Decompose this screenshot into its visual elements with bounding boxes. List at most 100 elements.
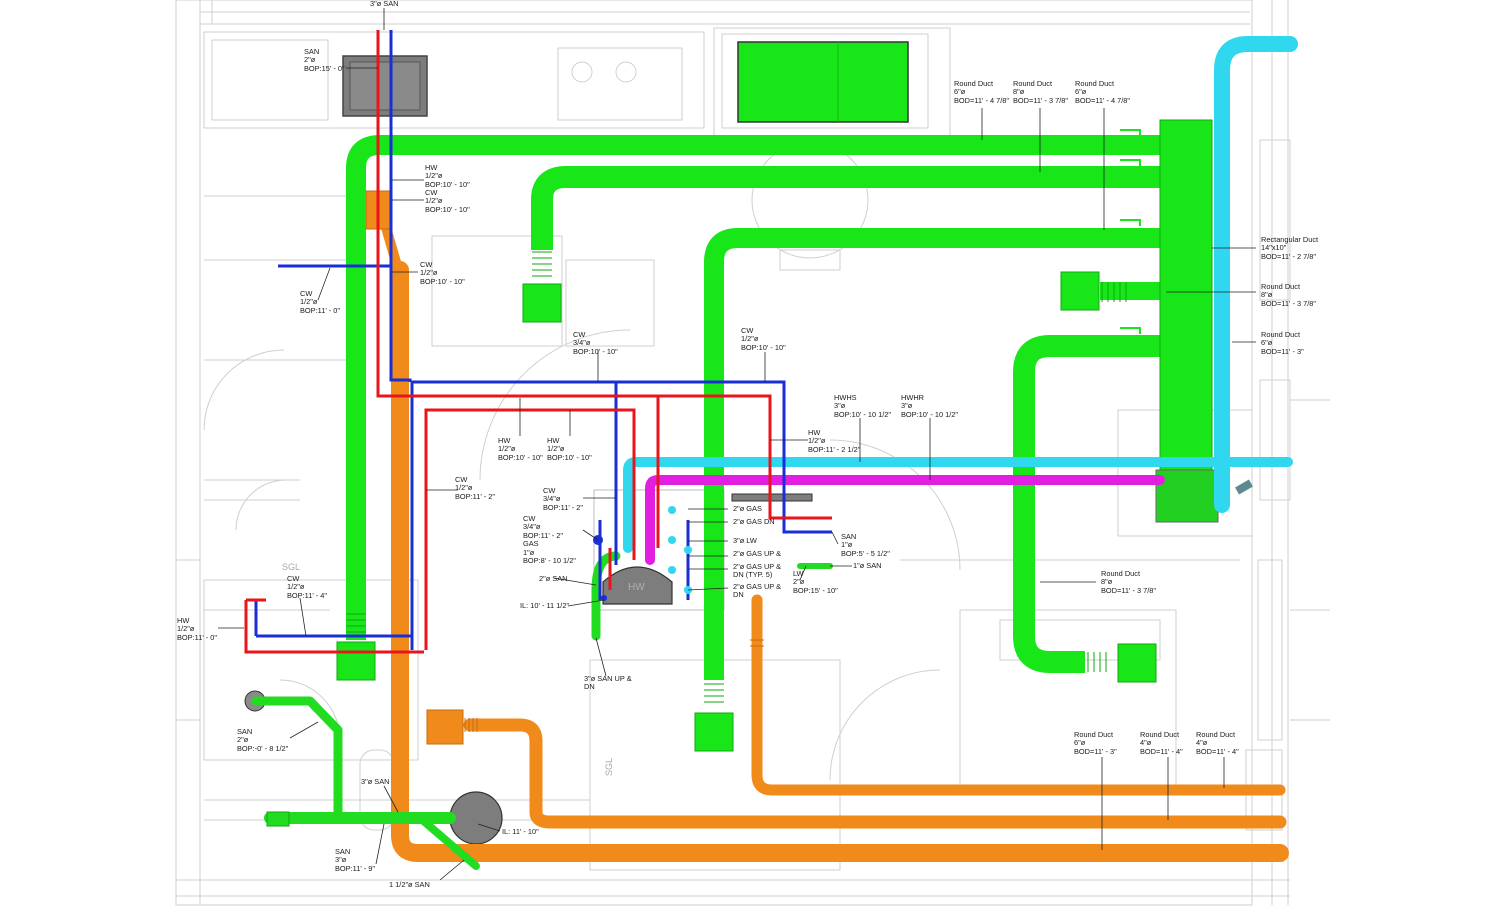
label-line: Round Duct (1140, 730, 1180, 739)
label-line: BOP:11' - 4" (287, 590, 328, 600)
label-line: 2"ø (237, 735, 249, 745)
label-line: HWHR (901, 393, 924, 402)
label-hw-d: HW 1/2"ø BOP:11' - 2 1/2" (808, 428, 861, 454)
label-san-2: 2"ø SAN (539, 574, 568, 583)
water-heater-dome (602, 566, 673, 605)
supply-ductwork (346, 135, 1166, 680)
label-line: CW (455, 475, 468, 484)
label-line: BOD=11' - 4" (1196, 746, 1239, 756)
label-line: BOP:5' - 5 1/2" (841, 548, 890, 558)
label-line: 3"ø (335, 855, 347, 865)
label-line: Round Duct (1075, 79, 1115, 88)
label-line: CW (523, 514, 536, 523)
label-line: BOP:10' - 10" (573, 346, 618, 356)
label-san-left: SAN 2"ø BOP:-0' - 8 1/2" (237, 727, 288, 753)
label-line: 6"ø (954, 87, 966, 97)
label-lw-1: 3"ø LW (733, 536, 757, 545)
label-line: CW (300, 289, 313, 298)
hwhr-pipe (645, 475, 1165, 565)
label-line: BOP:10' - 10" (741, 342, 786, 352)
diffuser-4 (1060, 271, 1100, 311)
floor-drain (449, 791, 503, 845)
label-line: SAN (841, 532, 857, 541)
diffuser-1 (522, 283, 562, 323)
label-line: BOD=11' - 3 7/8" (1013, 95, 1069, 105)
label-line: 1/2"ø (300, 297, 318, 307)
label-line: BOD=11' - 3 7/8" (1101, 585, 1157, 595)
exhaust-ductwork (373, 195, 1289, 862)
label-line: 6"ø (1075, 87, 1087, 97)
label-line: 1 1/2"ø SAN (389, 880, 430, 889)
label-line: HWHS (834, 393, 857, 402)
label-line: Round Duct (1013, 79, 1053, 88)
label-round-duct-7: Round Duct 6"ø BOD=11' - 3" (1074, 730, 1117, 756)
label-line: BOP:11' - 2" (455, 491, 496, 501)
label-line: BOP:11' - 9" (335, 863, 376, 873)
label-gas-up1: 2"ø GAS UP & (733, 549, 781, 558)
label-line: BOP:8' - 10 1/2" (523, 556, 576, 566)
label-lw-2: LW 2"ø BOP:15' - 10" (793, 569, 838, 595)
label-line: DN (733, 590, 744, 600)
label-line: HW (425, 163, 438, 172)
label-line: 3/4"ø (523, 522, 541, 532)
diffuser-2 (336, 641, 376, 681)
label-line: BOD=11' - 3" (1074, 746, 1117, 756)
label-line: BOP:11' - 2 1/2" (808, 444, 861, 454)
fixtures (244, 41, 909, 845)
label-cw-f: CW 3/4"ø BOP:11' - 2" (543, 486, 584, 512)
label-line: IL: 11' - 10" (502, 827, 539, 836)
label-line: DN (TYP. 5) (733, 570, 773, 580)
label-san-right: SAN 1"ø BOP:5' - 5 1/2" (841, 532, 890, 558)
gas-header (731, 493, 813, 502)
label-line: SGL (282, 562, 301, 572)
label-hw-e: HW 1/2"ø BOP:11' - 0" (177, 616, 218, 642)
label-line: HW (808, 428, 821, 437)
label-san-3: 3"ø SAN (361, 777, 390, 786)
label-line: BOP:10' - 10" (547, 452, 592, 462)
label-san-1: 1"ø SAN (853, 561, 882, 570)
supply-duct-4 (1013, 335, 1166, 673)
label-cw-left: CW 1/2"ø BOP:11' - 0" (300, 289, 340, 315)
label-san-bottom: SAN 3"ø BOP:11' - 9" (335, 847, 376, 873)
label-line: BOD=11' - 2 7/8" (1261, 251, 1317, 261)
label-line: BOD=11' - 3" (1261, 346, 1304, 356)
hot-water-piping (244, 30, 832, 654)
label-line: BOP:11' - 2" (543, 502, 584, 512)
label-line: CW (420, 260, 433, 269)
label-line: BOP:11' - 0" (177, 632, 218, 642)
label-line: BOP:10' - 10 1/2" (834, 409, 892, 419)
label-line: 8"ø (1013, 87, 1025, 97)
label-line: DN (584, 682, 595, 692)
valves (593, 506, 692, 601)
label-line: 3"ø SAN (370, 0, 399, 8)
label-cw-g: CW 1/2"ø BOP:11' - 4" (287, 574, 328, 600)
label-line: Rectangular Duct (1261, 235, 1319, 244)
label-line: Round Duct (1261, 282, 1301, 291)
label-line: BOP:10' - 10" (425, 204, 470, 214)
label-cw-e: CW 1/2"ø BOP:11' - 2" (455, 475, 496, 501)
label-line: Round Duct (1196, 730, 1236, 739)
label-line: BOD=11' - 3 7/8" (1261, 298, 1317, 308)
label-line: 1"ø SAN (853, 561, 882, 570)
label-line: BOP:11' - 2" (523, 530, 564, 540)
exhaust-riser (391, 261, 1289, 862)
label-san-up: 3"ø SAN UP & DN (584, 674, 632, 692)
label-line: HW (547, 436, 560, 445)
label-gas-up3: 2"ø GAS UP & DN (733, 582, 781, 600)
label-line: 2"ø (304, 55, 316, 65)
label-line: 3"ø SAN UP & (584, 674, 632, 683)
label-hwhr: HWHR 3"ø BOP:10' - 10 1/2" (901, 393, 958, 419)
label-line: IL: 10' - 11 1/2" (520, 601, 570, 610)
label-gas-dn: 2"ø GAS DN (733, 517, 775, 526)
hwhs-riser (1214, 36, 1298, 513)
label-cw-d: CW 1/2"ø BOP:10' - 10" (741, 326, 786, 352)
label-line: 1/2"ø (547, 444, 565, 454)
label-line: BOD=11' - 4 7/8" (954, 95, 1010, 105)
label-line: CW (425, 188, 438, 197)
label-hwhs: HWHS 3"ø BOP:10' - 10 1/2" (834, 393, 892, 419)
label-line: 4"ø (1196, 738, 1208, 748)
label-line: BOD=11' - 4 7/8" (1075, 95, 1131, 105)
supply-riser-shaft (1159, 119, 1213, 521)
label-line: 3"ø (901, 401, 913, 411)
